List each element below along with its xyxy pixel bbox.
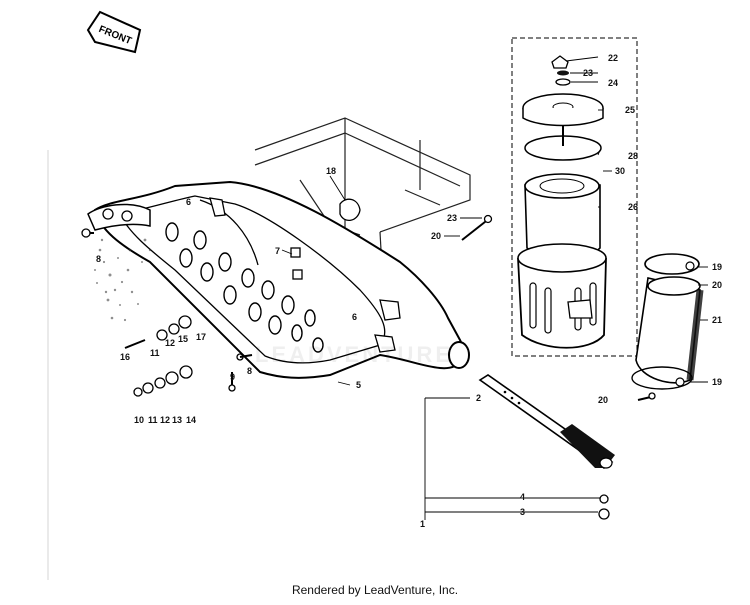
callout-22: 22 xyxy=(608,53,618,63)
callout-13: 13 xyxy=(172,415,182,425)
chain-case xyxy=(87,180,470,379)
callout-11: 11 xyxy=(148,415,158,425)
callout-7: 7 xyxy=(275,246,280,256)
footer-credit: Rendered by LeadVenture, Inc. xyxy=(291,583,459,597)
callout-28: 28 xyxy=(628,151,638,161)
callout-23-mid: 23 xyxy=(447,213,457,223)
callout-17: 17 xyxy=(196,332,206,342)
callout-19-bottom: 19 xyxy=(712,377,722,387)
callout-5: 5 xyxy=(356,380,361,390)
callout-1: 1 xyxy=(420,519,425,529)
callout-10: 10 xyxy=(134,415,144,425)
air-cleaner-assembly xyxy=(517,55,607,349)
callout-9: 9 xyxy=(230,372,235,382)
callout-6-upper: 6 xyxy=(186,197,191,207)
callout-16: 16 xyxy=(120,352,130,362)
callout-12-upper: 12 xyxy=(165,338,175,348)
callout-20-mid: 20 xyxy=(431,231,441,241)
drive-shaft xyxy=(478,374,615,469)
air-cleaner-group-box xyxy=(511,37,638,357)
callout-6-lower: 6 xyxy=(352,312,357,322)
callout-23-top: 23 xyxy=(583,68,593,78)
leader-lines xyxy=(281,56,708,520)
hardware xyxy=(81,198,656,520)
callout-3: 3 xyxy=(520,507,525,517)
callout-19-top: 19 xyxy=(712,262,722,272)
watermark: LEADVENTURE xyxy=(255,342,453,367)
callout-8-lower: 8 xyxy=(247,366,252,376)
callout-30: 30 xyxy=(615,166,625,176)
callout-24: 24 xyxy=(608,78,618,88)
callout-21: 21 xyxy=(712,315,722,325)
front-arrow: FRONT xyxy=(86,10,142,54)
callout-12: 12 xyxy=(160,415,170,425)
callout-20-right: 20 xyxy=(712,280,722,290)
callout-4: 4 xyxy=(520,492,525,502)
callout-11-upper: 11 xyxy=(150,348,160,358)
callout-26: 26 xyxy=(628,202,638,212)
callout-18: 18 xyxy=(326,166,336,176)
callout-15: 15 xyxy=(178,334,188,344)
intake-hose xyxy=(631,253,704,390)
callout-20-bottom: 20 xyxy=(598,395,608,405)
callout-14: 14 xyxy=(186,415,196,425)
speckle-texture xyxy=(94,238,152,322)
callout-25: 25 xyxy=(625,105,635,115)
callout-8-left: 8 xyxy=(96,254,101,264)
callout-2: 2 xyxy=(476,393,481,403)
callout-labels: 22 23 24 25 28 30 26 19 20 21 19 20 23 2… xyxy=(96,53,722,529)
